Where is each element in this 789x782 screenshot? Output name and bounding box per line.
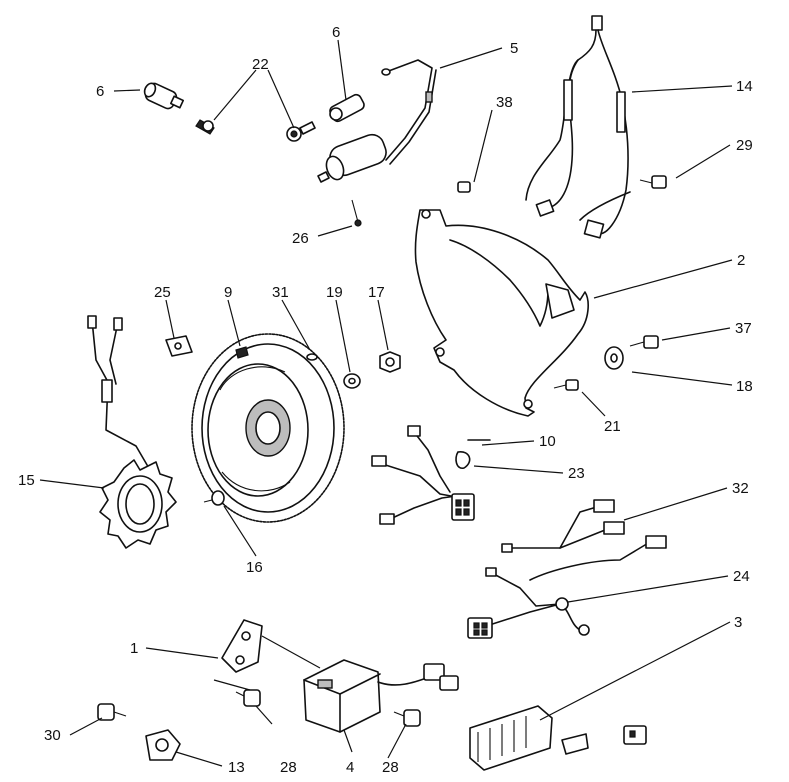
callout-13: 13 <box>228 759 245 776</box>
leader-lines <box>39 39 733 767</box>
callout-28-right: 28 <box>382 759 399 776</box>
callout-25: 25 <box>154 284 171 301</box>
callout-labels: 6 22 6 5 26 14 38 29 2 25 9 31 19 17 37 … <box>18 24 753 776</box>
harness-32 <box>467 499 667 639</box>
bolt-37 <box>629 335 659 349</box>
lead-harness <box>525 15 631 239</box>
plug-cap-right <box>329 93 365 123</box>
ignition-coil <box>317 59 437 183</box>
callout-26: 26 <box>292 230 309 247</box>
terminal-right <box>286 121 316 142</box>
bolt-28-right <box>393 709 421 727</box>
coil-screw <box>351 199 362 227</box>
cdi-unit <box>303 659 459 733</box>
washer-19 <box>343 373 361 389</box>
callout-16: 16 <box>246 559 263 576</box>
bolt-21 <box>553 379 579 391</box>
stator <box>87 315 177 549</box>
callout-1: 1 <box>130 640 138 657</box>
nut-17 <box>379 351 401 373</box>
callout-18: 18 <box>736 378 753 395</box>
callout-3: 3 <box>734 614 742 631</box>
clamp-25 <box>165 335 193 357</box>
callout-17: 17 <box>368 284 385 301</box>
key-31 <box>306 353 318 361</box>
callout-4: 4 <box>346 759 354 776</box>
washer-18 <box>604 346 624 370</box>
callout-22: 22 <box>252 56 269 73</box>
bolt-29 <box>639 175 667 189</box>
stator-cover <box>414 209 589 417</box>
callout-29: 29 <box>736 137 753 154</box>
callout-6-left: 6 <box>96 83 104 100</box>
terminal-left <box>195 119 215 135</box>
screw-16 <box>203 490 225 506</box>
nut-38 <box>457 181 471 193</box>
callout-21: 21 <box>604 418 621 435</box>
callout-23: 23 <box>568 465 585 482</box>
callout-10: 10 <box>539 433 556 450</box>
callout-15: 15 <box>18 472 35 489</box>
plug-cap-left <box>143 82 185 110</box>
callout-2: 2 <box>737 252 745 269</box>
callout-38: 38 <box>496 94 513 111</box>
callout-32: 32 <box>732 480 749 497</box>
callout-37: 37 <box>735 320 752 337</box>
bracket-1 <box>221 619 263 673</box>
callout-9: 9 <box>224 284 232 301</box>
callout-31: 31 <box>272 284 289 301</box>
callout-24: 24 <box>733 568 750 585</box>
callout-14: 14 <box>736 78 753 95</box>
callout-6-top: 6 <box>332 24 340 41</box>
harness-23 <box>371 425 491 525</box>
switch-13 <box>145 729 181 761</box>
flywheel <box>191 333 345 523</box>
callout-28-left: 28 <box>280 759 297 776</box>
rectifier-3 <box>469 705 647 771</box>
bolt-28-left <box>235 689 261 707</box>
callout-30: 30 <box>44 727 61 744</box>
callout-19: 19 <box>326 284 343 301</box>
callout-5: 5 <box>510 40 518 57</box>
bolt-30 <box>97 703 127 721</box>
